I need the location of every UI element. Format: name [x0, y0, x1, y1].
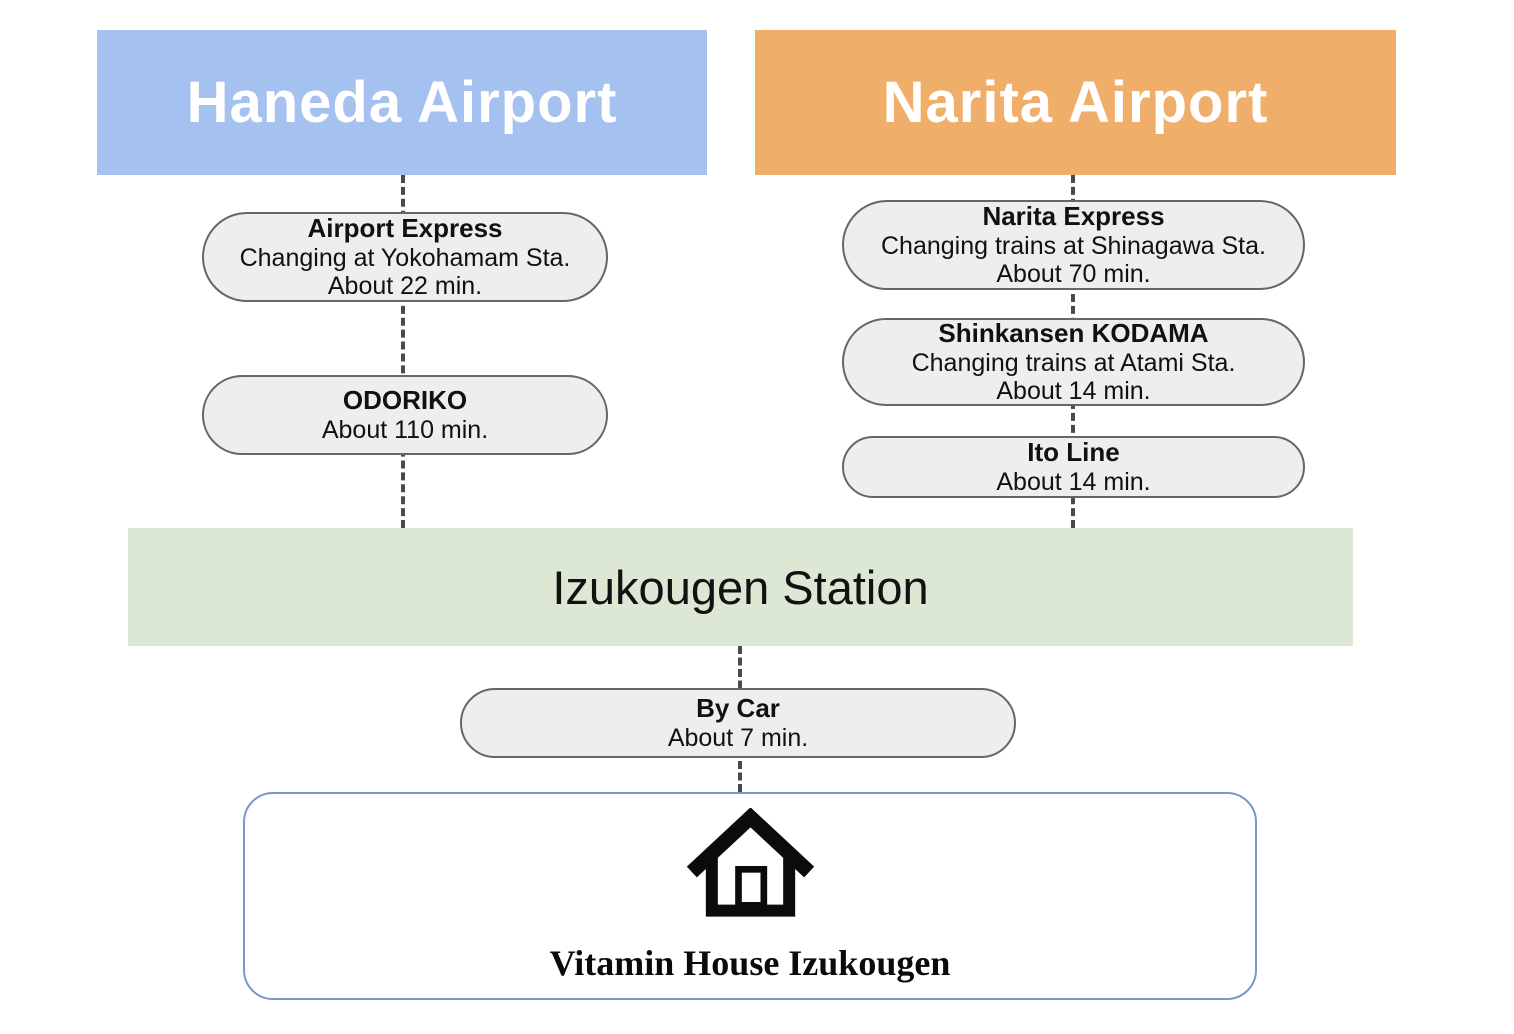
- destination-label: Vitamin House Izukougen: [549, 943, 951, 983]
- haneda-airport-node: Haneda Airport: [97, 30, 707, 175]
- narita-express-duration: About 70 min.: [996, 259, 1151, 288]
- narita-express-title: Narita Express: [982, 201, 1165, 232]
- shinkansen-kodama-transfer: Changing trains at Atami Sta.: [911, 348, 1236, 377]
- by-car-title: By Car: [696, 693, 780, 724]
- haneda-route-connector: [401, 175, 405, 528]
- airport-express-pill: Airport Express Changing at Yokohamam St…: [202, 212, 608, 302]
- destination-box: Vitamin House Izukougen: [243, 792, 1257, 1000]
- odoriko-title: ODORIKO: [342, 385, 468, 416]
- shinkansen-kodama-title: Shinkansen KODAMA: [938, 318, 1209, 349]
- izukougen-station-label: Izukougen Station: [552, 560, 929, 614]
- narita-express-transfer: Changing trains at Shinagawa Sta.: [881, 231, 1266, 260]
- narita-airport-label: Narita Airport: [882, 70, 1269, 135]
- house-icon: [686, 808, 814, 917]
- by-car-duration: About 7 min.: [667, 723, 809, 752]
- narita-express-pill: Narita Express Changing trains at Shinag…: [842, 200, 1305, 290]
- shinkansen-kodama-duration: About 14 min.: [996, 376, 1151, 405]
- airport-express-title: Airport Express: [307, 213, 503, 244]
- odoriko-pill: ODORIKO About 110 min.: [202, 375, 608, 455]
- haneda-airport-label: Haneda Airport: [186, 70, 618, 135]
- ito-line-pill: Ito Line About 14 min.: [842, 436, 1305, 498]
- by-car-pill: By Car About 7 min.: [460, 688, 1016, 758]
- ito-line-duration: About 14 min.: [996, 467, 1151, 496]
- shinkansen-kodama-pill: Shinkansen KODAMA Changing trains at Ata…: [842, 318, 1305, 406]
- ito-line-title: Ito Line: [1027, 437, 1120, 468]
- narita-airport-node: Narita Airport: [755, 30, 1396, 175]
- odoriko-duration: About 110 min.: [321, 415, 489, 444]
- izukougen-station-node: Izukougen Station: [128, 528, 1353, 646]
- airport-express-duration: About 22 min.: [327, 271, 483, 300]
- airport-express-transfer: Changing at Yokohamam Sta.: [239, 243, 571, 272]
